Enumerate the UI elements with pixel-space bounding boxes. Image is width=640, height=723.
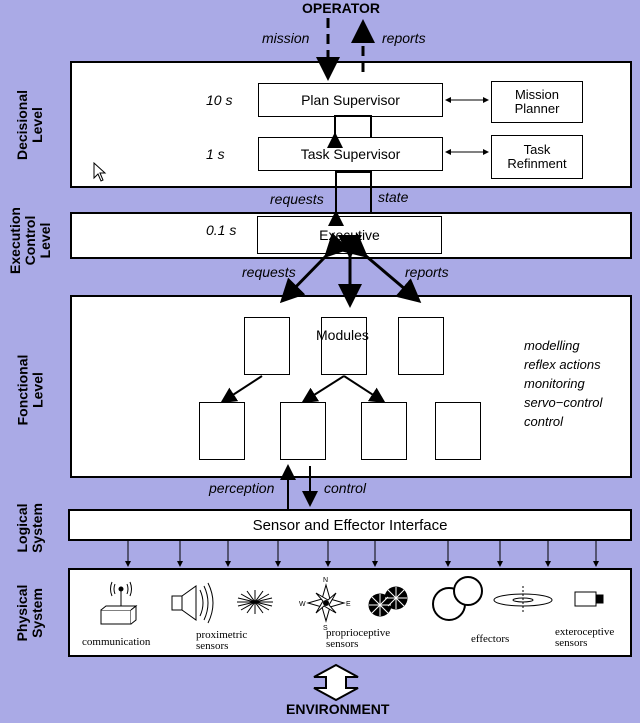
function-item: control xyxy=(524,414,564,429)
perception-label: perception xyxy=(209,480,275,496)
camera-icon xyxy=(574,591,604,607)
operator-label: OPERATOR xyxy=(302,0,381,16)
encoder-wheels-icon xyxy=(368,586,408,617)
mission-planner-box: Mission Planner xyxy=(491,81,583,123)
module-box xyxy=(280,402,326,460)
compass-n: N xyxy=(323,577,328,584)
module-box xyxy=(398,317,444,375)
function-item: monitoring xyxy=(524,376,585,391)
module-arrow xyxy=(301,375,345,404)
module-box xyxy=(361,402,407,460)
function-item: reflex actions xyxy=(524,357,601,372)
module-arrow xyxy=(220,375,263,404)
plan-task-link xyxy=(327,115,372,148)
environment-label: ENVIRONMENT xyxy=(286,701,390,717)
function-item: modelling xyxy=(524,338,580,353)
module-box xyxy=(435,402,481,460)
compass-icon: N E S W xyxy=(299,577,351,632)
exec-arrow-left xyxy=(279,232,350,304)
interface-arrows xyxy=(125,541,599,567)
exec-arrow-right xyxy=(342,233,422,303)
executive-period: 0.1 s xyxy=(206,222,237,238)
mouse-cursor-icon xyxy=(93,161,107,187)
logical-panel: Sensor and Effector Interface xyxy=(68,509,632,541)
module-box xyxy=(199,402,245,460)
device-label-communication: communication xyxy=(82,636,151,648)
task-supervisor-box: Task Supervisor xyxy=(258,137,443,171)
device-label-exteroceptive: exteroceptive sensors xyxy=(555,626,615,649)
modules-label: Modules xyxy=(316,327,369,343)
mission-label: mission xyxy=(262,30,310,46)
sensor-effector-interface-label: Sensor and Effector Interface xyxy=(252,516,448,534)
module-arrow xyxy=(343,375,386,404)
module-box xyxy=(321,317,367,375)
physical-panel xyxy=(68,568,632,657)
compass-w: W xyxy=(299,601,306,608)
compass-e: E xyxy=(346,601,351,608)
starburst-sensor-icon xyxy=(237,590,273,614)
control-label: control xyxy=(324,480,367,496)
module-box xyxy=(244,317,290,375)
device-label-effectors: effectors xyxy=(471,633,510,645)
task-executive-link xyxy=(328,171,372,226)
sonar-icon xyxy=(171,582,214,624)
task-refinment-box: Task Refinment xyxy=(491,135,583,179)
task-period: 1 s xyxy=(206,146,225,162)
reports-label: reports xyxy=(382,30,426,46)
compass-s: S xyxy=(323,625,328,632)
disk-effector-icon xyxy=(493,586,553,614)
antenna-icon xyxy=(100,581,138,625)
state-label: state xyxy=(378,189,409,205)
environment-double-arrow xyxy=(313,663,359,702)
device-label-proprioceptive: proprioceptive sensors xyxy=(326,627,391,650)
device-label-proximetric: proximetric sensors xyxy=(196,629,248,652)
wheels-icon xyxy=(432,576,483,621)
requests-label-1: requests xyxy=(270,191,324,207)
plan-period: 10 s xyxy=(206,92,233,108)
function-item: servo−control xyxy=(524,395,603,410)
function-list: modelling reflex actions monitoring serv… xyxy=(524,336,602,431)
